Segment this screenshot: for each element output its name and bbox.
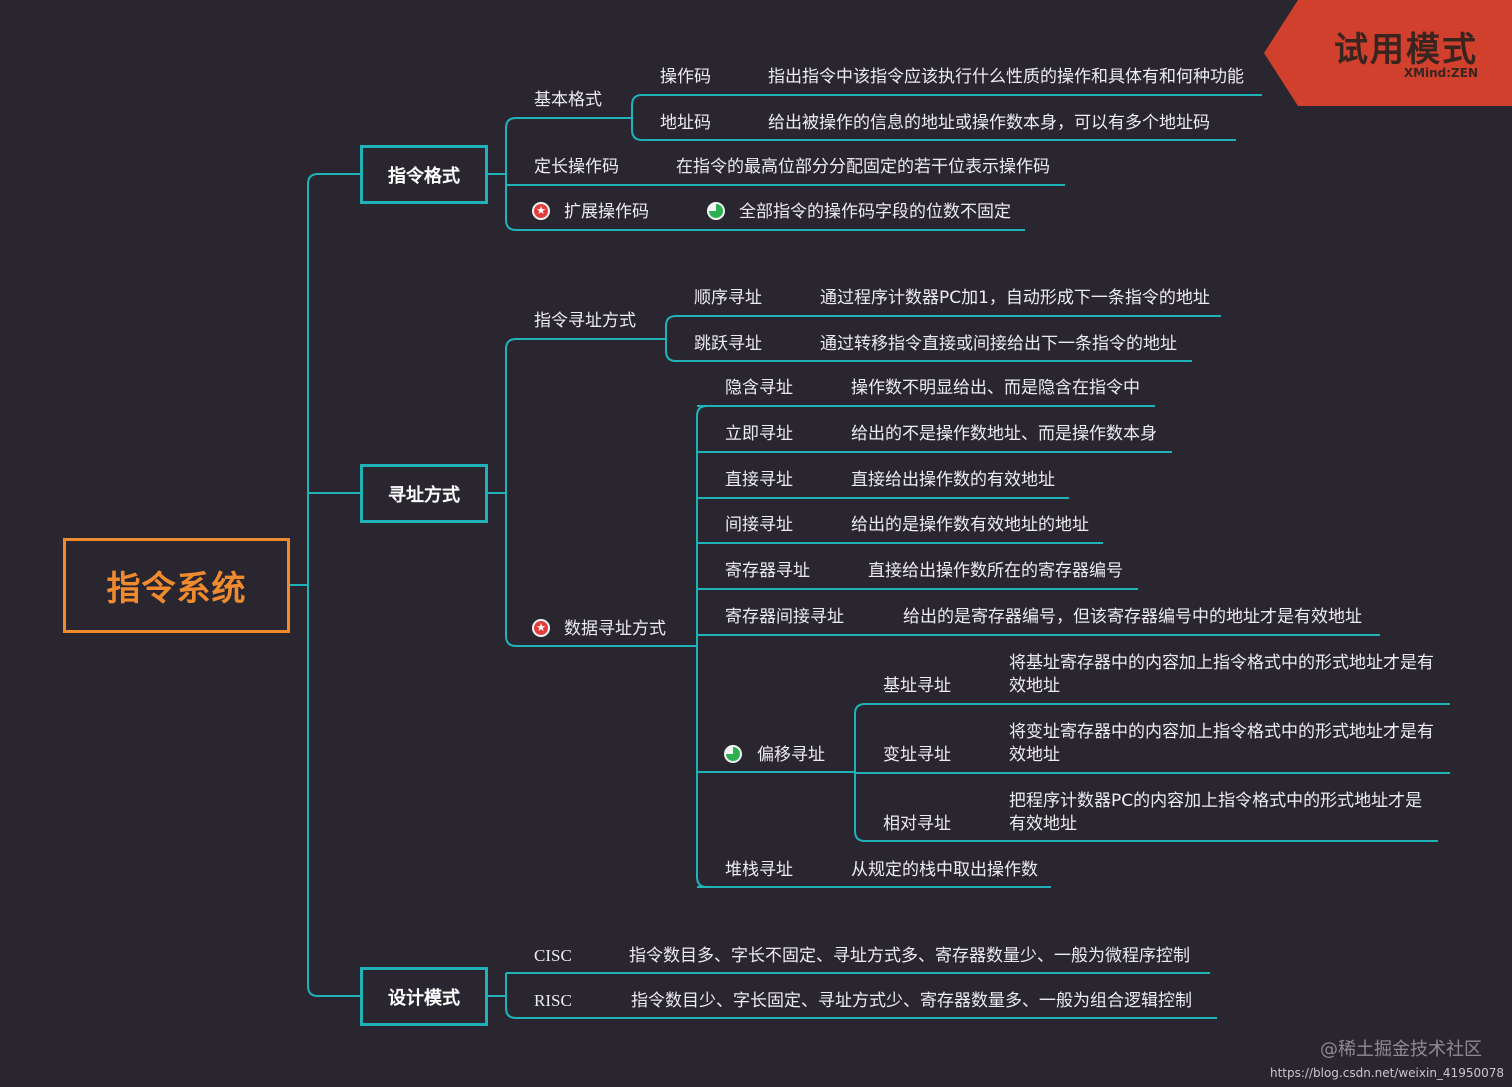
node-fixed-opcode[interactable]: 定长操作码: [534, 157, 619, 177]
node-register-indirect[interactable]: 寄存器间接寻址: [725, 607, 844, 627]
node-cisc-desc[interactable]: 指令数目多、字长不固定、寻址方式多、寄存器数量少、一般为微程序控制: [629, 946, 1190, 966]
node-direct[interactable]: 直接寻址: [725, 470, 793, 490]
node-immediate-desc[interactable]: 给出的不是操作数地址、而是操作数本身: [851, 424, 1157, 444]
node-index-desc[interactable]: 将变址寄存器中的内容加上指令格式中的形式地址才是有效地址: [1009, 722, 1434, 765]
star-priority-icon: ★: [532, 619, 550, 637]
node-cisc[interactable]: CISC: [534, 946, 572, 965]
star-priority-icon: ★: [532, 202, 550, 220]
node-stack[interactable]: 堆栈寻址: [725, 860, 793, 880]
node-direct-desc[interactable]: 直接给出操作数的有效地址: [851, 470, 1055, 490]
root-topic[interactable]: 指令系统: [63, 538, 290, 633]
node-immediate[interactable]: 立即寻址: [725, 424, 793, 444]
node-fixed-opcode-desc[interactable]: 在指令的最高位部分分配固定的若干位表示操作码: [676, 157, 1050, 177]
banner-title: 试用模式: [1334, 30, 1478, 70]
node-implied-desc[interactable]: 操作数不明显给出、而是隐含在指令中: [851, 378, 1140, 398]
node-risc[interactable]: RISC: [534, 991, 572, 1010]
node-register-desc[interactable]: 直接给出操作数所在的寄存器编号: [868, 561, 1123, 581]
node-extended-opcode-desc[interactable]: 全部指令的操作码字段的位数不固定: [739, 202, 1011, 222]
node-register[interactable]: 寄存器寻址: [725, 561, 810, 581]
banner-subtitle: XMind:ZEN: [1403, 66, 1478, 80]
node-sequential[interactable]: 顺序寻址: [694, 288, 762, 308]
node-relative-desc[interactable]: 把程序计数器PC的内容加上指令格式中的形式地址才是有效地址: [1009, 791, 1423, 834]
node-address-code-desc[interactable]: 给出被操作的信息的地址或操作数本身，可以有多个地址码: [768, 113, 1210, 133]
node-index[interactable]: 变址寻址: [883, 745, 951, 765]
node-address-code[interactable]: 地址码: [660, 113, 711, 133]
watermark-url: https://blog.csdn.net/weixin_41950078: [1269, 1066, 1504, 1080]
node-register-indirect-desc[interactable]: 给出的是寄存器编号，但该寄存器编号中的地址才是有效地址: [903, 607, 1362, 627]
node-extended-opcode[interactable]: 扩展操作码: [564, 202, 649, 222]
node-offset[interactable]: 偏移寻址: [757, 745, 825, 765]
node-instr-addressing[interactable]: 指令寻址方式: [534, 311, 636, 331]
node-jump[interactable]: 跳跃寻址: [694, 334, 762, 354]
node-indirect[interactable]: 间接寻址: [725, 515, 793, 535]
node-stack-desc[interactable]: 从规定的栈中取出操作数: [851, 860, 1038, 880]
trial-mode-banner[interactable]: 试用模式 XMind:ZEN: [1262, 0, 1512, 106]
topic-format[interactable]: 指令格式: [360, 145, 488, 204]
watermark-site: @稀土掘金技术社区: [1320, 1039, 1482, 1060]
node-indirect-desc[interactable]: 给出的是操作数有效地址的地址: [851, 515, 1089, 535]
node-sequential-desc[interactable]: 通过程序计数器PC加1，自动形成下一条指令的地址: [820, 288, 1210, 308]
topic-addressing[interactable]: 寻址方式: [360, 464, 488, 523]
node-implied[interactable]: 隐含寻址: [725, 378, 793, 398]
node-basic-format[interactable]: 基本格式: [534, 90, 602, 110]
node-risc-desc[interactable]: 指令数目少、字长固定、寻址方式少、寄存器数量多、一般为组合逻辑控制: [631, 991, 1192, 1011]
progress-icon: [707, 202, 725, 220]
node-base[interactable]: 基址寻址: [883, 676, 951, 696]
node-data-addressing[interactable]: 数据寻址方式: [564, 619, 666, 639]
progress-icon: [724, 745, 742, 763]
node-relative[interactable]: 相对寻址: [883, 814, 951, 834]
node-base-desc[interactable]: 将基址寄存器中的内容加上指令格式中的形式地址才是有效地址: [1009, 653, 1434, 696]
node-jump-desc[interactable]: 通过转移指令直接或间接给出下一条指令的地址: [820, 334, 1177, 354]
node-opcode[interactable]: 操作码: [660, 67, 711, 87]
topic-design[interactable]: 设计模式: [360, 967, 488, 1026]
node-opcode-desc[interactable]: 指出指令中该指令应该执行什么性质的操作和具体有和何种功能: [768, 67, 1244, 87]
